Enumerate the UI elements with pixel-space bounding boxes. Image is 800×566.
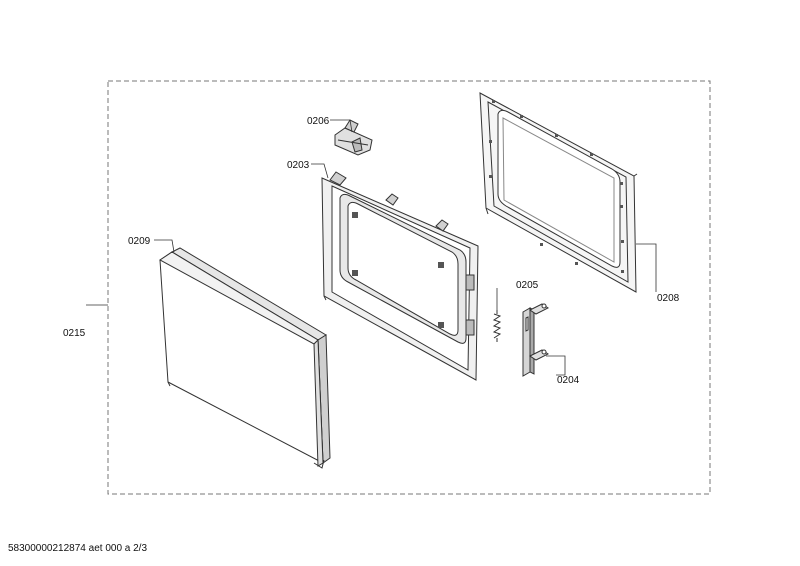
label-0208: 0208 (657, 293, 680, 304)
label-0203: 0203 (287, 160, 310, 171)
label-0209: 0209 (128, 236, 151, 247)
part-0204-latch (522, 303, 549, 377)
label-0206: 0206 (307, 116, 330, 127)
part-0209-door-panel (159, 247, 331, 469)
label-0204: 0204 (557, 375, 580, 386)
leader-lines (86, 119, 657, 376)
part-0205-spring (492, 310, 502, 342)
part-0203-inner-frame (321, 171, 479, 381)
assembly-boundary (107, 80, 711, 495)
part-0206-bracket (334, 119, 373, 156)
label-0215: 0215 (63, 328, 86, 339)
label-0205: 0205 (516, 280, 539, 291)
document-reference: 58300000212874 aet 000 a 2/3 (8, 543, 148, 554)
part-0208-frame (479, 92, 638, 293)
